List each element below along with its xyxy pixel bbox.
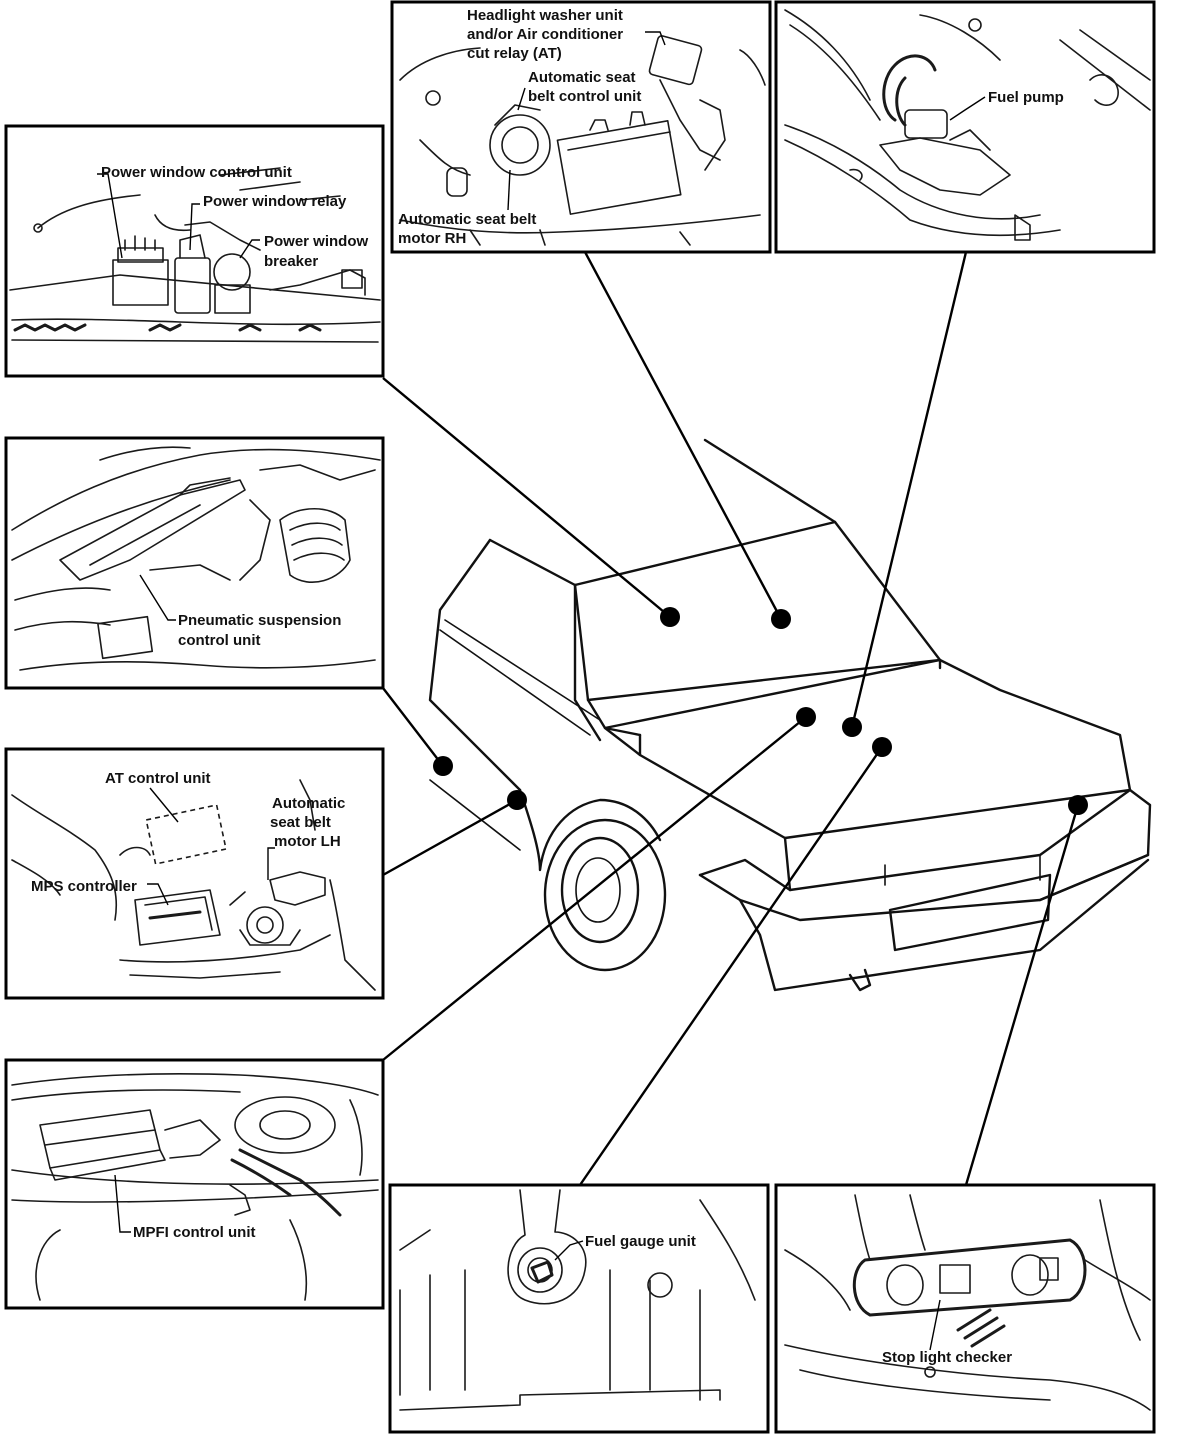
panel-at-control: AT control unit Automatic seat belt moto… xyxy=(4,747,385,1000)
label-automatic-seat: Automatic seat xyxy=(528,69,636,86)
label-seat-belt: seat belt xyxy=(270,814,331,831)
label-power-window-control-unit: Power window control unit xyxy=(101,164,292,181)
label-motor-rh: motor RH xyxy=(398,230,466,247)
panel-fuel-pump: Fuel pump xyxy=(774,0,1156,254)
label-motor-lh: motor LH xyxy=(274,833,341,850)
label-pneumatic-suspension: Pneumatic suspension xyxy=(178,612,341,629)
label-power-window-relay: Power window relay xyxy=(203,193,347,210)
panel-mpfi: MPFI control unit xyxy=(4,1058,385,1310)
location-dots xyxy=(433,607,1088,815)
car-outline xyxy=(428,438,1152,992)
panel-power-window: Power window control unit Power window r… xyxy=(4,124,385,378)
label-power-window: Power window xyxy=(264,233,369,250)
label-breaker: breaker xyxy=(264,253,318,270)
panel-stop-light: Stop light checker xyxy=(774,1183,1156,1434)
label-stop-light-checker: Stop light checker xyxy=(882,1349,1012,1366)
label-belt-control-unit: belt control unit xyxy=(528,88,641,105)
label-automatic-seat-belt: Automatic seat belt xyxy=(398,211,536,228)
panel-pneumatic: Pneumatic suspension control unit xyxy=(4,436,385,690)
label-fuel-pump: Fuel pump xyxy=(988,89,1064,106)
panel-fuel-gauge: Fuel gauge unit xyxy=(388,1183,770,1434)
label-control-unit: control unit xyxy=(178,632,261,649)
label-headlight-washer: Headlight washer unit xyxy=(467,7,623,24)
label-air-conditioner: and/or Air conditioner xyxy=(467,26,623,43)
panel-headlight-seatbelt: Headlight washer unit and/or Air conditi… xyxy=(390,0,772,254)
label-mpfi-control-unit: MPFI control unit xyxy=(133,1224,255,1241)
label-fuel-gauge-unit: Fuel gauge unit xyxy=(585,1233,696,1250)
leader-lines xyxy=(382,251,1080,1186)
label-cut-relay: cut relay (AT) xyxy=(467,45,562,62)
label-at-control-unit: AT control unit xyxy=(105,770,211,787)
label-automatic: Automatic xyxy=(272,795,345,812)
label-mps-controller: MPS controller xyxy=(31,878,137,895)
